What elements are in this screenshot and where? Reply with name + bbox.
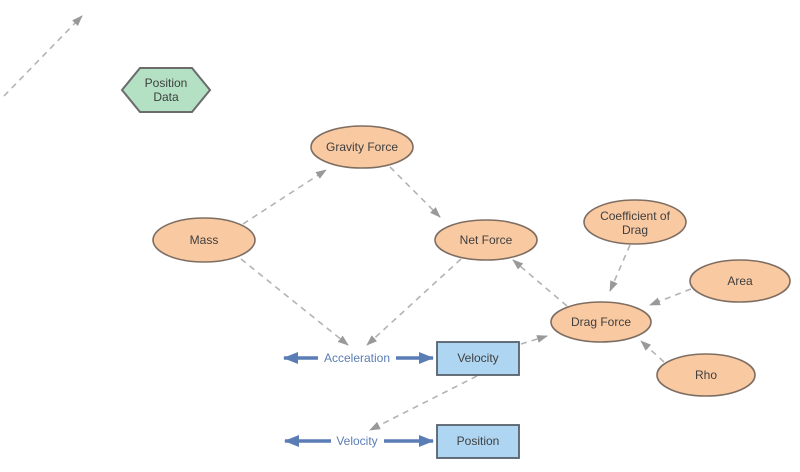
area-label: Area xyxy=(727,274,753,288)
net-force-ellipse[interactable] xyxy=(434,219,538,261)
drag-force-ellipse[interactable] xyxy=(550,301,652,343)
position-data-hexagon[interactable] xyxy=(120,67,212,113)
node-area[interactable]: Area xyxy=(689,259,791,303)
link-velocity-stock-to-velocity-flow[interactable] xyxy=(369,375,478,431)
position-stock-rect[interactable] xyxy=(436,424,520,459)
node-coefficient-of-drag[interactable]: Coefficient of Drag xyxy=(583,199,687,245)
link-layer xyxy=(240,166,692,431)
node-gravity-force[interactable]: Gravity Force xyxy=(310,125,414,169)
node-drag-force[interactable]: Drag Force xyxy=(550,301,652,343)
velocity-stock-rect[interactable] xyxy=(436,341,520,376)
net-force-label: Net Force xyxy=(460,233,513,247)
area-ellipse[interactable] xyxy=(689,259,791,303)
link-gravity-force-to-net-force[interactable] xyxy=(389,166,441,218)
node-position-stock[interactable]: Position xyxy=(436,424,520,459)
drag-force-label: Drag Force xyxy=(571,315,631,329)
rho-ellipse[interactable] xyxy=(656,353,756,397)
flow-acceleration[interactable]: Acceleration xyxy=(283,351,434,365)
coefficient-of-drag-ellipse[interactable] xyxy=(583,199,687,245)
link-mass-to-gravity-force[interactable] xyxy=(242,169,327,225)
mass-ellipse[interactable] xyxy=(152,217,256,263)
flow-velocity-label: Velocity xyxy=(336,434,377,448)
position-data-label-line1: Position xyxy=(145,76,188,90)
node-position-data[interactable]: Position Data xyxy=(120,67,212,113)
flow-acceleration-label: Acceleration xyxy=(324,351,390,365)
node-rho[interactable]: Rho xyxy=(656,353,756,397)
node-velocity-stock[interactable]: Velocity xyxy=(436,341,520,376)
mass-label: Mass xyxy=(190,233,219,247)
gravity-force-label: Gravity Force xyxy=(326,140,398,154)
link-coefficient-of-drag-to-drag-force[interactable] xyxy=(609,244,631,292)
node-net-force[interactable]: Net Force xyxy=(434,219,538,261)
link-net-force-to-acceleration-flow[interactable] xyxy=(366,258,462,346)
link-area-to-drag-force[interactable] xyxy=(649,288,692,306)
flow-velocity[interactable]: Velocity xyxy=(284,434,434,448)
link-rho-to-drag-force[interactable] xyxy=(640,340,665,363)
position-data-label-line2: Data xyxy=(153,90,179,104)
link-velocity-stock-to-drag-force[interactable] xyxy=(520,335,548,345)
gravity-force-ellipse[interactable] xyxy=(310,125,414,169)
node-mass[interactable]: Mass xyxy=(152,217,256,263)
rho-label: Rho xyxy=(695,368,717,382)
velocity-stock-label: Velocity xyxy=(457,351,498,365)
coefficient-of-drag-label-line2: Drag xyxy=(622,223,648,237)
link-mass-to-acceleration-flow[interactable] xyxy=(240,258,349,346)
position-stock-label: Position xyxy=(457,434,500,448)
link-drag-force-to-net-force[interactable] xyxy=(512,259,568,307)
standalone-link-arrow[interactable] xyxy=(3,15,83,97)
coefficient-of-drag-label-line1: Coefficient of xyxy=(600,209,670,223)
